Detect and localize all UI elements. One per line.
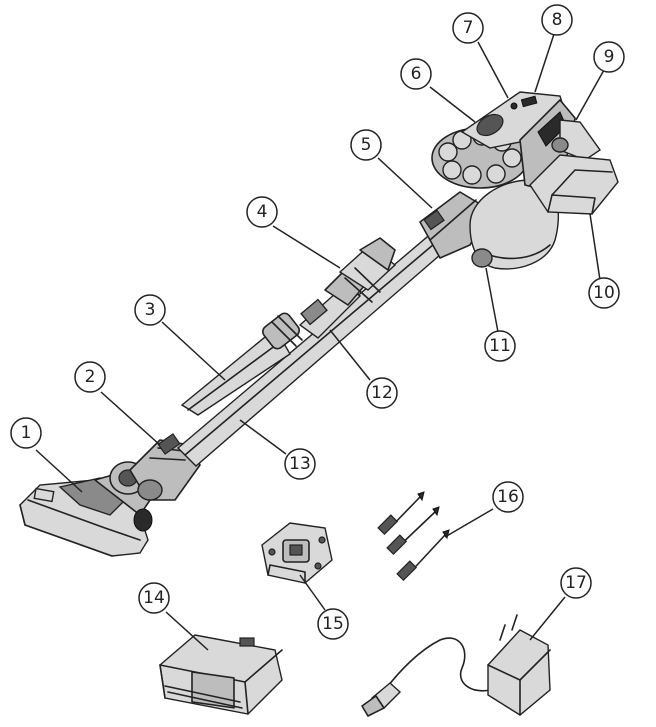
callout-label: 4	[257, 202, 268, 222]
callout-10: 10	[588, 277, 620, 309]
handheld-unit	[431, 91, 619, 270]
floor-brush	[19, 461, 153, 557]
callout-3: 3	[134, 294, 166, 326]
callout-label: 5	[361, 135, 372, 155]
callout-label: 16	[497, 487, 519, 507]
callout-label: 2	[85, 367, 96, 387]
callout-label: 12	[371, 383, 393, 403]
callout-label: 6	[411, 64, 422, 84]
callout-6: 6	[400, 58, 432, 90]
callout-11: 11	[484, 330, 516, 362]
leader-lines	[35, 33, 605, 651]
callout-12: 12	[366, 377, 398, 409]
callout-5: 5	[350, 129, 382, 161]
callout-label: 9	[604, 47, 615, 67]
callout-7: 7	[452, 12, 484, 44]
callout-16: 16	[492, 481, 524, 513]
callout-label: 14	[143, 588, 165, 608]
wall-bracket	[261, 522, 333, 584]
callout-label: 13	[289, 454, 311, 474]
callout-label: 10	[593, 283, 615, 303]
callout-label: 15	[322, 614, 344, 634]
callout-15: 15	[317, 608, 349, 640]
crevice-tool	[180, 312, 303, 416]
callout-label: 1	[21, 423, 32, 443]
callout-label: 7	[463, 18, 474, 38]
battery-pack	[159, 634, 283, 715]
lower-connector	[129, 433, 201, 501]
callout-label: 8	[552, 10, 563, 30]
callout-17: 17	[560, 567, 592, 599]
callout-label: 17	[565, 573, 587, 593]
callout-label: 11	[489, 336, 511, 356]
callout-8: 8	[541, 4, 573, 36]
callout-13: 13	[284, 448, 316, 480]
callout-9: 9	[593, 41, 625, 73]
callout-14: 14	[138, 582, 170, 614]
extension-tube	[176, 225, 457, 467]
dust-brush-tool	[298, 237, 397, 339]
callout-1: 1	[10, 417, 42, 449]
charger-adapter	[361, 614, 551, 717]
callout-label: 3	[145, 300, 156, 320]
callout-4: 4	[246, 196, 278, 228]
screws-and-anchors	[377, 491, 450, 582]
callout-2: 2	[74, 361, 106, 393]
